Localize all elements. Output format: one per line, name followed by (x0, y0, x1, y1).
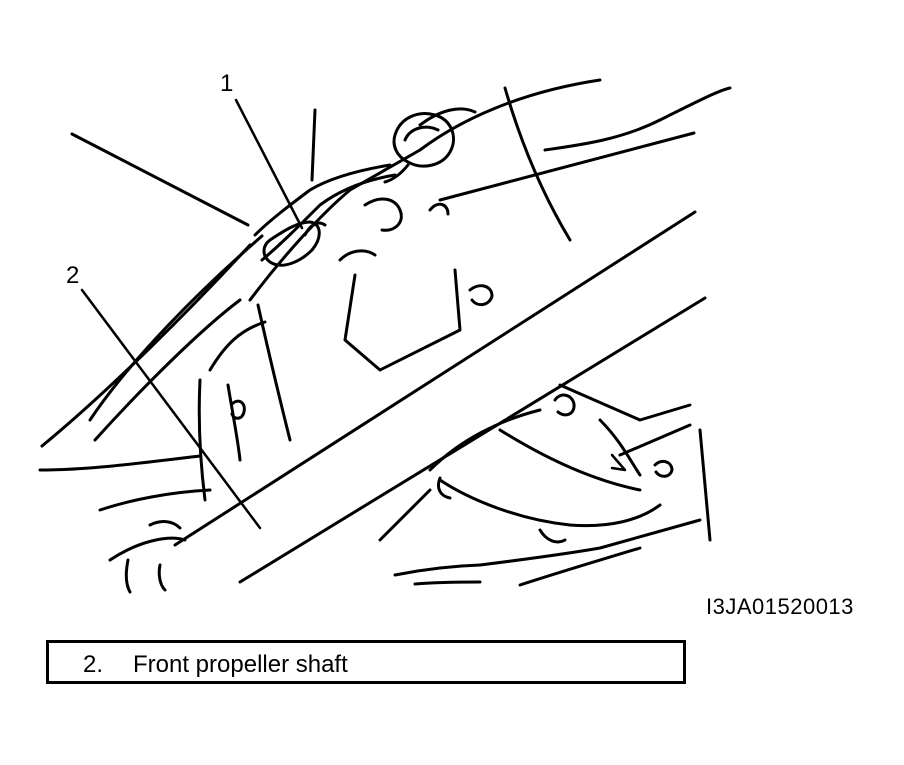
legend-item: 2. Front propeller shaft (83, 651, 348, 679)
legend-item-number: 2. (83, 651, 104, 678)
legend-item-text: Front propeller shaft (133, 651, 348, 678)
transmission-housing (248, 78, 732, 372)
leader-lines (80, 98, 627, 530)
front-propeller-shaft (173, 210, 707, 584)
propeller-shaft-diagram (38, 78, 732, 594)
leader-line-2 (80, 288, 262, 530)
body-frame-lines (38, 132, 264, 512)
figure-code: I3JA01520013 (706, 594, 854, 619)
bottom-left-bracket (108, 520, 187, 594)
legend-box: 2. Front propeller shaft (46, 640, 686, 684)
leader-line-1 (234, 98, 304, 230)
lower-components (378, 383, 712, 587)
callout-label-2: 2 (66, 262, 80, 289)
breather-hose (253, 108, 455, 267)
callout-label-1: 1 (220, 70, 234, 97)
